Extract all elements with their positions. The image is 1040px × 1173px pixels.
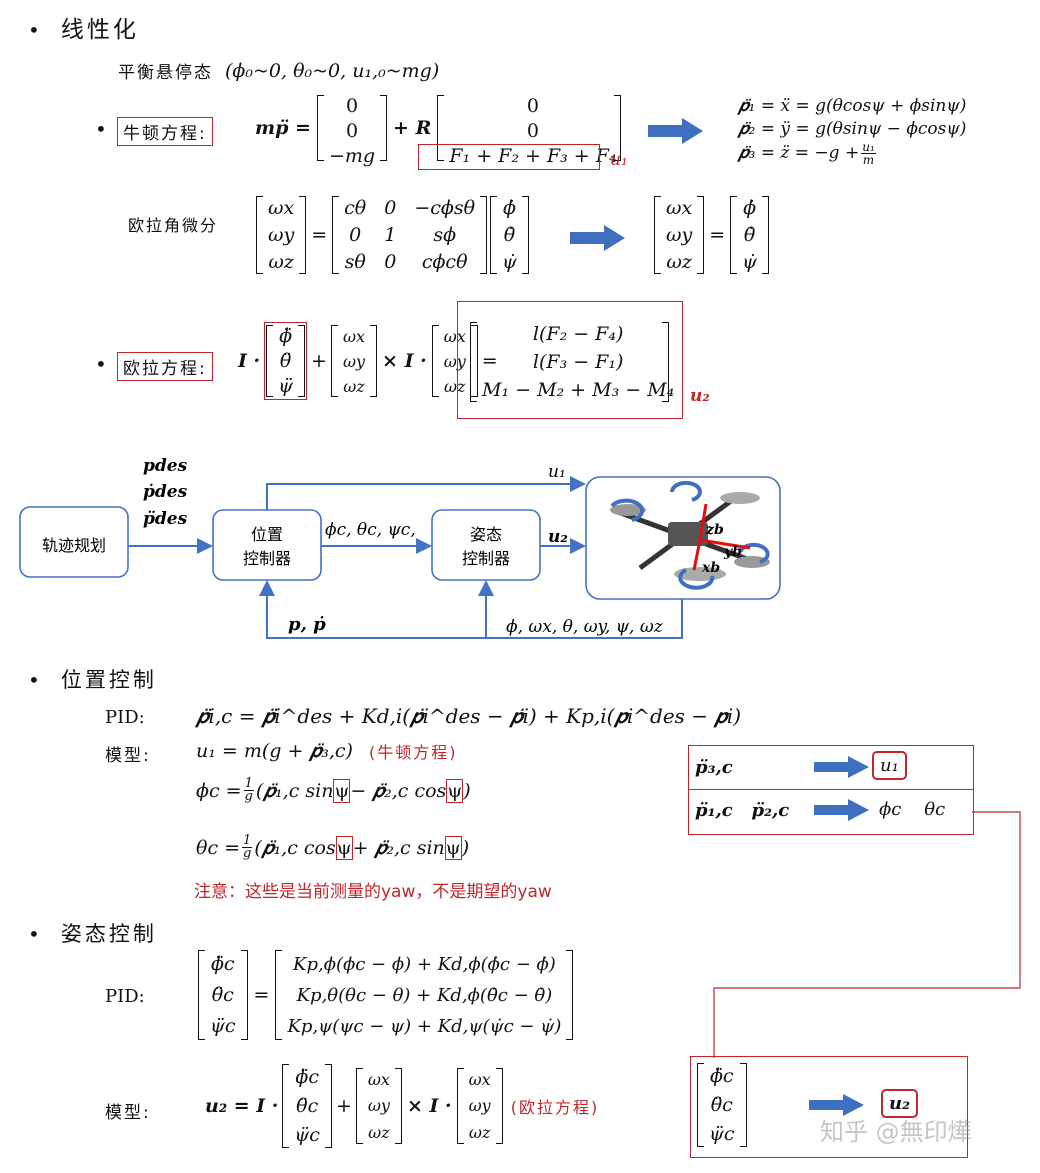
attitude-controller-block — [431, 509, 541, 581]
section-position-control: • 位置控制 — [28, 668, 157, 692]
trajectory-block — [19, 506, 129, 578]
yaw-note: 注意：这些是当前测量的yaw，不是期望的yaw — [194, 882, 552, 902]
mapping-box-1: 𝒑̈₃,c u₁ 𝒑̈₁,c 𝒑̈₂,c ϕc θc — [688, 745, 974, 835]
svg-text:𝒑̈des: 𝒑̈des — [143, 509, 188, 529]
thrust-highlight — [418, 144, 600, 170]
svg-text:控制器: 控制器 — [462, 549, 510, 568]
rotation-matrix: cθ 0 −cϕsθ 0 1 sϕ sθ 0 cϕcθ — [332, 196, 488, 274]
u1-equation: u₁ = m(g + 𝒑̈₃,c) (牛顿方程) — [196, 740, 458, 762]
svg-text:zb: zb — [705, 522, 724, 538]
svg-text:𝒖₂: 𝒖₂ — [548, 527, 568, 547]
u2-equation: 𝒖₂ = 𝑰 · ϕ̈c θ̈c ψ̈c + ωx ωy ωz × 𝑰 · ωx… — [205, 1064, 600, 1148]
connector-line — [713, 811, 1021, 1058]
svg-text:xb: xb — [701, 560, 720, 576]
gravity-vector: 0 0 −mg — [316, 95, 388, 167]
svg-text:𝒑des: 𝒑des — [143, 456, 188, 476]
newton-equation: m𝒑̈ = 0 0 −mg + 𝑹 0 0 F₁ + F₂ + F₃ + F₄ — [255, 95, 622, 167]
section-title: 线性化 — [60, 17, 139, 43]
torque-vector: l(F₂ − F₄) l(F₃ − F₁) M₁ − M₂ + M₃ − M₄ — [470, 322, 674, 402]
svg-text:姿态: 姿态 — [470, 525, 502, 544]
hover-condition: 平衡悬停态 (ϕ₀~0, θ₀~0, u₁,₀~mg) — [118, 59, 440, 84]
arrow-right-icon — [814, 799, 869, 821]
accel-highlight: ϕ̈ θ̈ ψ̈ — [264, 322, 308, 400]
quadrotor-image — [610, 480, 770, 590]
svg-text:𝒑̇des: 𝒑̇des — [143, 482, 188, 502]
torque-highlight — [457, 301, 683, 419]
trajectory-label: 轨迹规划 — [42, 536, 106, 555]
euler-label: 欧拉方程: — [117, 352, 213, 381]
arrow-right-icon — [814, 756, 869, 778]
euler-diff-result: ωx ωy ωz = ϕ̇ θ̇ ψ̇ — [654, 196, 770, 274]
section-linearization: • 线性化 — [28, 17, 139, 43]
euler-equation: 𝑰 · ϕ̈ θ̈ ψ̈ + ωx ωy ωz × 𝑰 · ωx ωy ωz — [238, 322, 502, 400]
newton-result: 𝒑̈₁ = ẍ = g(θcosψ + ϕsinψ) 𝒑̈₂ = ÿ = g(θ… — [738, 96, 967, 167]
euler-diff-label: 欧拉角微分 — [128, 216, 219, 235]
svg-text:u₁: u₁ — [548, 462, 566, 482]
arrow-right-icon — [809, 1094, 864, 1116]
mapping-box-2: ϕ̈c θ̈c ψ̈c 𝒖₂ — [690, 1056, 968, 1158]
force-vector: 0 0 F₁ + F₂ + F₃ + F₄ — [437, 95, 622, 167]
section-attitude-control: • 姿态控制 — [28, 922, 157, 946]
position-pid-equation: 𝒑̈i,c = 𝒑̈i^des + Kd,i(𝒑̇i^des − 𝒑̇i) + … — [196, 704, 742, 728]
svg-text:ϕc, θc, ψc,: ϕc, θc, ψc, — [325, 520, 416, 540]
attitude-pid-equation: ϕ̈c θ̈c ψ̈c = Kp,ϕ(ϕc − ϕ) + Kd,ϕ(ϕ̇c − … — [198, 950, 574, 1040]
watermark: 知乎 @無印燁 — [820, 1118, 972, 1146]
svg-text:控制器: 控制器 — [243, 549, 291, 568]
euler-diff-equation: ωx ωy ωz = cθ 0 −cϕsθ 0 1 sϕ sθ 0 cϕcθ ϕ… — [256, 196, 529, 274]
u1-label: u₁ — [610, 150, 628, 170]
arrow-right-icon — [570, 225, 625, 251]
svg-text:位置: 位置 — [251, 525, 283, 544]
newton-label: 牛顿方程: — [117, 117, 213, 146]
svg-text:yb: yb — [723, 544, 742, 560]
control-block-diagram: 轨迹规划 位置 控制器 姿态 控制器 𝒑des 𝒑̇des 𝒑̈des ϕc, … — [19, 456, 781, 639]
svg-text:𝒑, 𝒑̇: 𝒑, 𝒑̇ — [288, 614, 326, 635]
svg-text:ϕ, ωx, θ, ωy, ψ, ωz: ϕ, ωx, θ, ωy, ψ, ωz — [506, 617, 664, 637]
arrow-right-icon — [648, 118, 703, 144]
position-controller-block — [212, 509, 322, 581]
u2-label: u₂ — [690, 386, 710, 406]
